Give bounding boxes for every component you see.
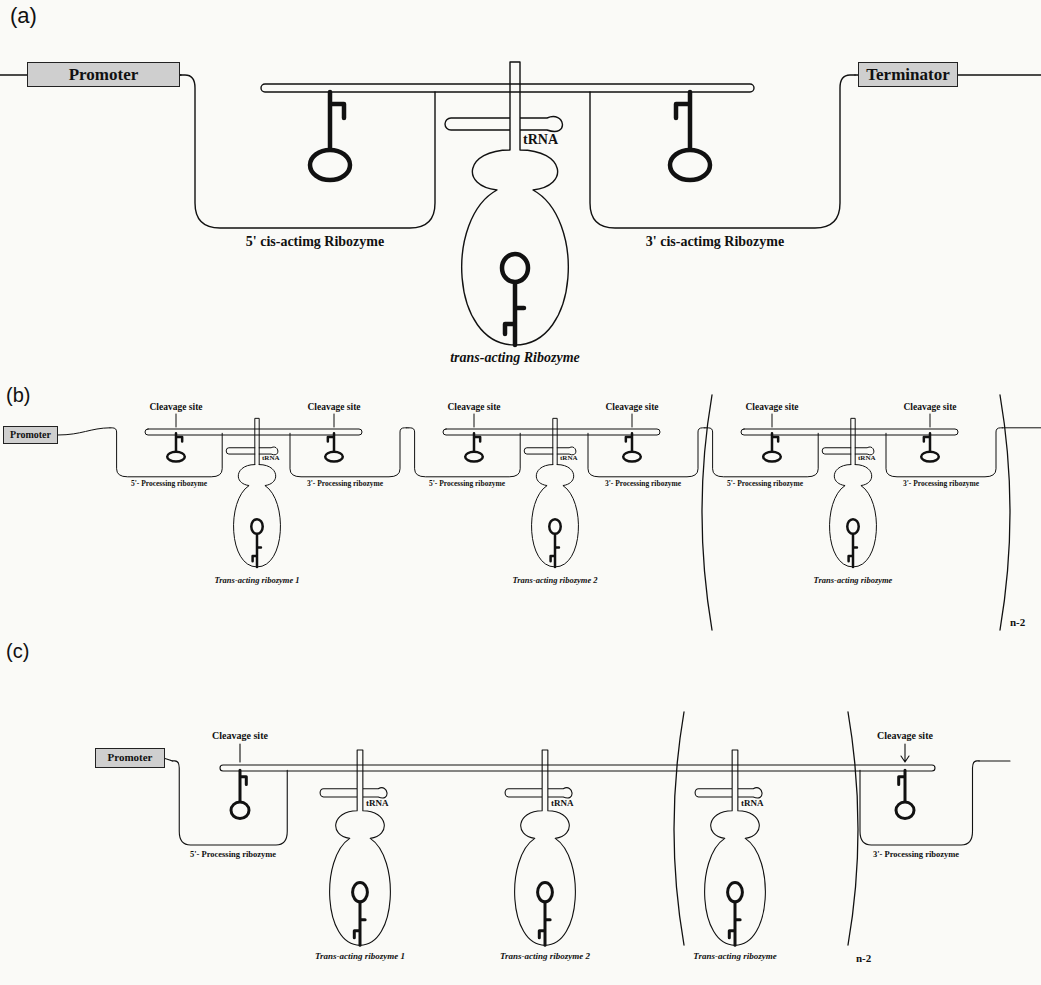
bracket <box>702 395 1010 630</box>
figure-label: Cleavage site <box>605 402 658 412</box>
figure-label: n-2 <box>1010 616 1025 628</box>
box-text: Promoter <box>108 752 153 764</box>
element-box: Terminator <box>858 62 958 87</box>
processing-ribozyme-5 <box>408 428 520 477</box>
box-text: Promoter <box>69 66 139 84</box>
trna-unit <box>822 418 876 567</box>
figure-label: 5'- Processing ribozyme <box>429 480 505 488</box>
paired-stem <box>443 429 660 435</box>
element-box: Promoter <box>3 426 58 444</box>
figure-label: tRNA <box>366 799 389 809</box>
figure-label: 3'- Processing ribozyme <box>873 850 959 859</box>
figure-label: Cleavage site <box>447 402 500 412</box>
processing-ribozyme-3 <box>860 761 979 845</box>
figure-label: 3'- Processing ribozyme <box>307 480 383 488</box>
processing-ribozyme-3 <box>290 428 407 477</box>
figure-label: tRNA <box>262 455 280 463</box>
element-box: Promoter <box>95 748 165 768</box>
cleavage-ticks <box>176 414 930 427</box>
trna-unit <box>524 418 578 567</box>
paired-stem <box>261 84 754 92</box>
figure-label: Cleavage site <box>877 730 933 741</box>
cis-ribozyme-3 <box>590 75 855 228</box>
figure-label: 5'- Processing ribozyme <box>190 850 276 859</box>
construct-b <box>58 395 1041 630</box>
figure-label: Cleavage site <box>745 402 798 412</box>
figure-label: Cleavage site <box>903 402 956 412</box>
figure-label: Cleavage site <box>149 402 202 412</box>
figure-label: (b) <box>6 384 30 406</box>
figure-label: Cleavage site <box>307 402 360 412</box>
trna-unit <box>226 418 280 567</box>
figure-label: Trans-acting ribozyme 1 <box>315 952 405 962</box>
figure-label: Trans-acting ribozyme 2 <box>512 576 597 585</box>
figure-label: trans-acting Ribozyme <box>450 350 580 365</box>
figure-label: 3' cis-actimg Ribozyme <box>646 234 784 249</box>
figure-label: n-2 <box>856 952 871 964</box>
figure-label: 5' cis-actimg Ribozyme <box>246 234 384 249</box>
figure-label: tRNA <box>858 455 876 463</box>
element-box: Promoter <box>27 62 180 87</box>
construct-c <box>160 712 1010 945</box>
processing-ribozyme-3 <box>886 428 1003 477</box>
figure-label: Trans-acting ribozyme <box>693 952 776 962</box>
processing-ribozyme-5 <box>173 761 288 845</box>
figure-label: tRNA <box>551 799 574 809</box>
box-text: Terminator <box>866 66 949 84</box>
figure-label: Trans-acting ribozyme 1 <box>214 576 299 585</box>
figure-label: (c) <box>6 640 29 662</box>
paired-stem <box>220 765 935 771</box>
figure-label: 5'- Processing ribozyme <box>131 480 207 488</box>
figure-label: Cleavage site <box>212 730 268 741</box>
trna-unit <box>320 750 390 945</box>
bracket <box>674 712 858 945</box>
figure-label: tRNA <box>741 799 764 809</box>
figure-label: 3'- Processing ribozyme <box>903 480 979 488</box>
cleavage-ticks <box>240 744 909 762</box>
figure-label: (a) <box>10 4 37 28</box>
construct-a <box>0 62 1041 345</box>
cis-ribozyme-5 <box>180 75 435 228</box>
rna-strand <box>58 428 1041 435</box>
figure-label: Trans-acting ribozyme 2 <box>500 952 590 962</box>
processing-ribozyme-5 <box>110 428 222 477</box>
processing-ribozyme-5 <box>706 428 818 477</box>
figure-label: tRNA <box>523 132 558 147</box>
figure-label: Trans-acting ribozyme <box>814 576 893 585</box>
rna-strand <box>160 758 1010 761</box>
figure-label: 5'- Processing ribozyme <box>727 480 803 488</box>
trna-unit <box>695 750 765 945</box>
figure-label: 3'- Processing ribozyme <box>605 480 681 488</box>
figure-label: tRNA <box>560 455 578 463</box>
trna-unit <box>505 750 575 945</box>
paired-stem <box>145 429 362 435</box>
paired-stem <box>741 429 958 435</box>
processing-ribozyme-3 <box>588 428 705 477</box>
trna-unit <box>445 62 568 345</box>
box-text: Promoter <box>10 430 51 441</box>
